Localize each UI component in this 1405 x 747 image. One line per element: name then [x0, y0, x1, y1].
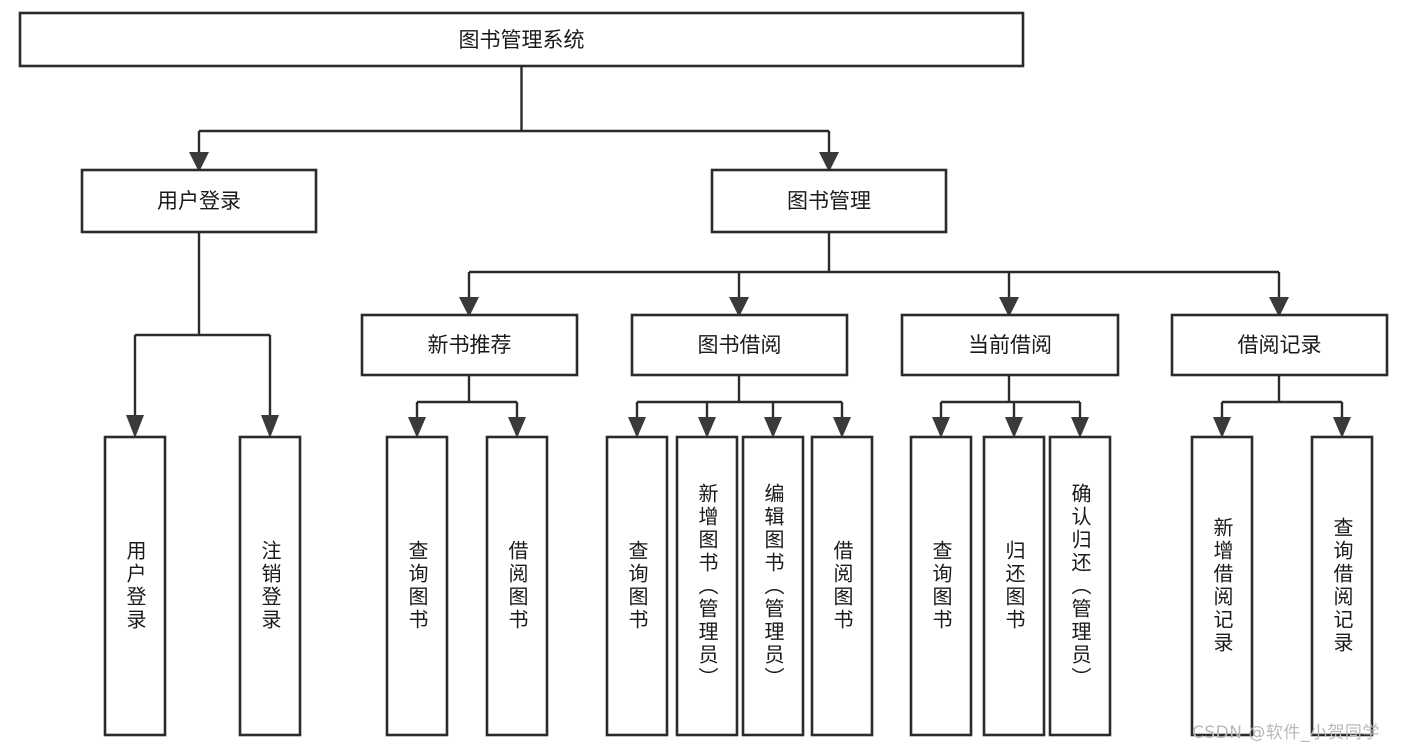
node-current-borrow-label: 当前借阅: [968, 333, 1052, 357]
arrowhead-icon-record: [1269, 297, 1289, 317]
leaf-rect-borrow-book-2[interactable]: [810, 435, 874, 737]
arrowhead-icon-leaf-query-record: [1333, 417, 1351, 438]
arrowhead-icon-leaf-logout: [261, 415, 279, 438]
arrowhead-icon-recommend: [459, 297, 479, 317]
leaf-rect-query-borrow-record[interactable]: [1310, 435, 1374, 737]
leaf-rect-query-book-2[interactable]: [605, 435, 669, 737]
node-user-login[interactable]: 用户登录: [80, 168, 318, 234]
node-new-book-recommend-label: 新书推荐: [428, 333, 512, 357]
leaf-rect-add-borrow-record[interactable]: [1190, 435, 1254, 737]
node-root-rect[interactable]: [18, 11, 1025, 68]
arrowhead-icon-leaf-borrow-2: [833, 417, 851, 438]
arrowhead-icon-leaf-confirm-return: [1071, 417, 1089, 438]
leaf-rect-query-book-3[interactable]: [909, 435, 973, 737]
arrowhead-icon-leaf-borrow-1: [508, 417, 526, 438]
arrowhead-icon-leaf-user-login: [126, 415, 144, 438]
node-borrow-record-label: 借阅记录: [1238, 333, 1322, 357]
arrowhead-icon-book-manage: [819, 152, 839, 172]
csdn-watermark: CSDN @软件_小贺同学: [1192, 723, 1380, 743]
arrowhead-icon-leaf-query-2: [628, 417, 646, 438]
arrowhead-icon-leaf-add-book: [698, 417, 716, 438]
leaf-rect-query-book-1[interactable]: [385, 435, 449, 737]
arrowhead-icon-leaf-query-3: [932, 417, 950, 438]
arrowhead-layer: [126, 152, 1351, 438]
node-book-manage[interactable]: 图书管理: [710, 168, 948, 234]
leaf-rect-borrow-book-1[interactable]: [485, 435, 549, 737]
node-layer: 图书管理系统 用户登录 图书管理 新书推荐 图书借阅 当前: [18, 11, 1389, 737]
leaf-rect-user-login[interactable]: [103, 435, 167, 737]
node-root[interactable]: 图书管理系统: [18, 11, 1025, 68]
node-new-book-recommend-rect[interactable]: [360, 313, 579, 377]
node-book-borrow-rect[interactable]: [630, 313, 849, 377]
arrowhead-icon-leaf-edit-book: [764, 417, 782, 438]
leaf-rect-return-book[interactable]: [982, 435, 1046, 737]
arrowhead-icon-current: [999, 297, 1019, 317]
arrowhead-icon-borrow: [729, 297, 749, 317]
arrowhead-icon-user-login: [189, 152, 209, 172]
node-borrow-record-rect[interactable]: [1170, 313, 1389, 377]
node-book-manage-rect[interactable]: [710, 168, 948, 234]
arrowhead-icon-leaf-query-1: [408, 417, 426, 438]
leaf-rect-edit-book-admin[interactable]: [741, 435, 805, 737]
node-book-manage-label: 图书管理: [787, 189, 871, 213]
node-current-borrow[interactable]: 当前借阅: [900, 313, 1120, 377]
arrowhead-icon-leaf-return: [1005, 417, 1023, 438]
leaf-node-layer: [103, 435, 1374, 737]
node-book-borrow[interactable]: 图书借阅: [630, 313, 849, 377]
leaf-rect-logout-login[interactable]: [238, 435, 302, 737]
arrowhead-icon-leaf-add-record: [1213, 417, 1231, 438]
node-user-login-rect[interactable]: [80, 168, 318, 234]
node-book-borrow-label: 图书借阅: [698, 333, 782, 357]
node-borrow-record[interactable]: 借阅记录: [1170, 313, 1389, 377]
node-user-login-label: 用户登录: [157, 189, 241, 213]
leaf-rect-add-book-admin[interactable]: [675, 435, 739, 737]
node-root-label: 图书管理系统: [459, 28, 585, 52]
leaf-rect-confirm-return-admin[interactable]: [1048, 435, 1112, 737]
node-current-borrow-rect[interactable]: [900, 313, 1120, 377]
node-new-book-recommend[interactable]: 新书推荐: [360, 313, 579, 377]
